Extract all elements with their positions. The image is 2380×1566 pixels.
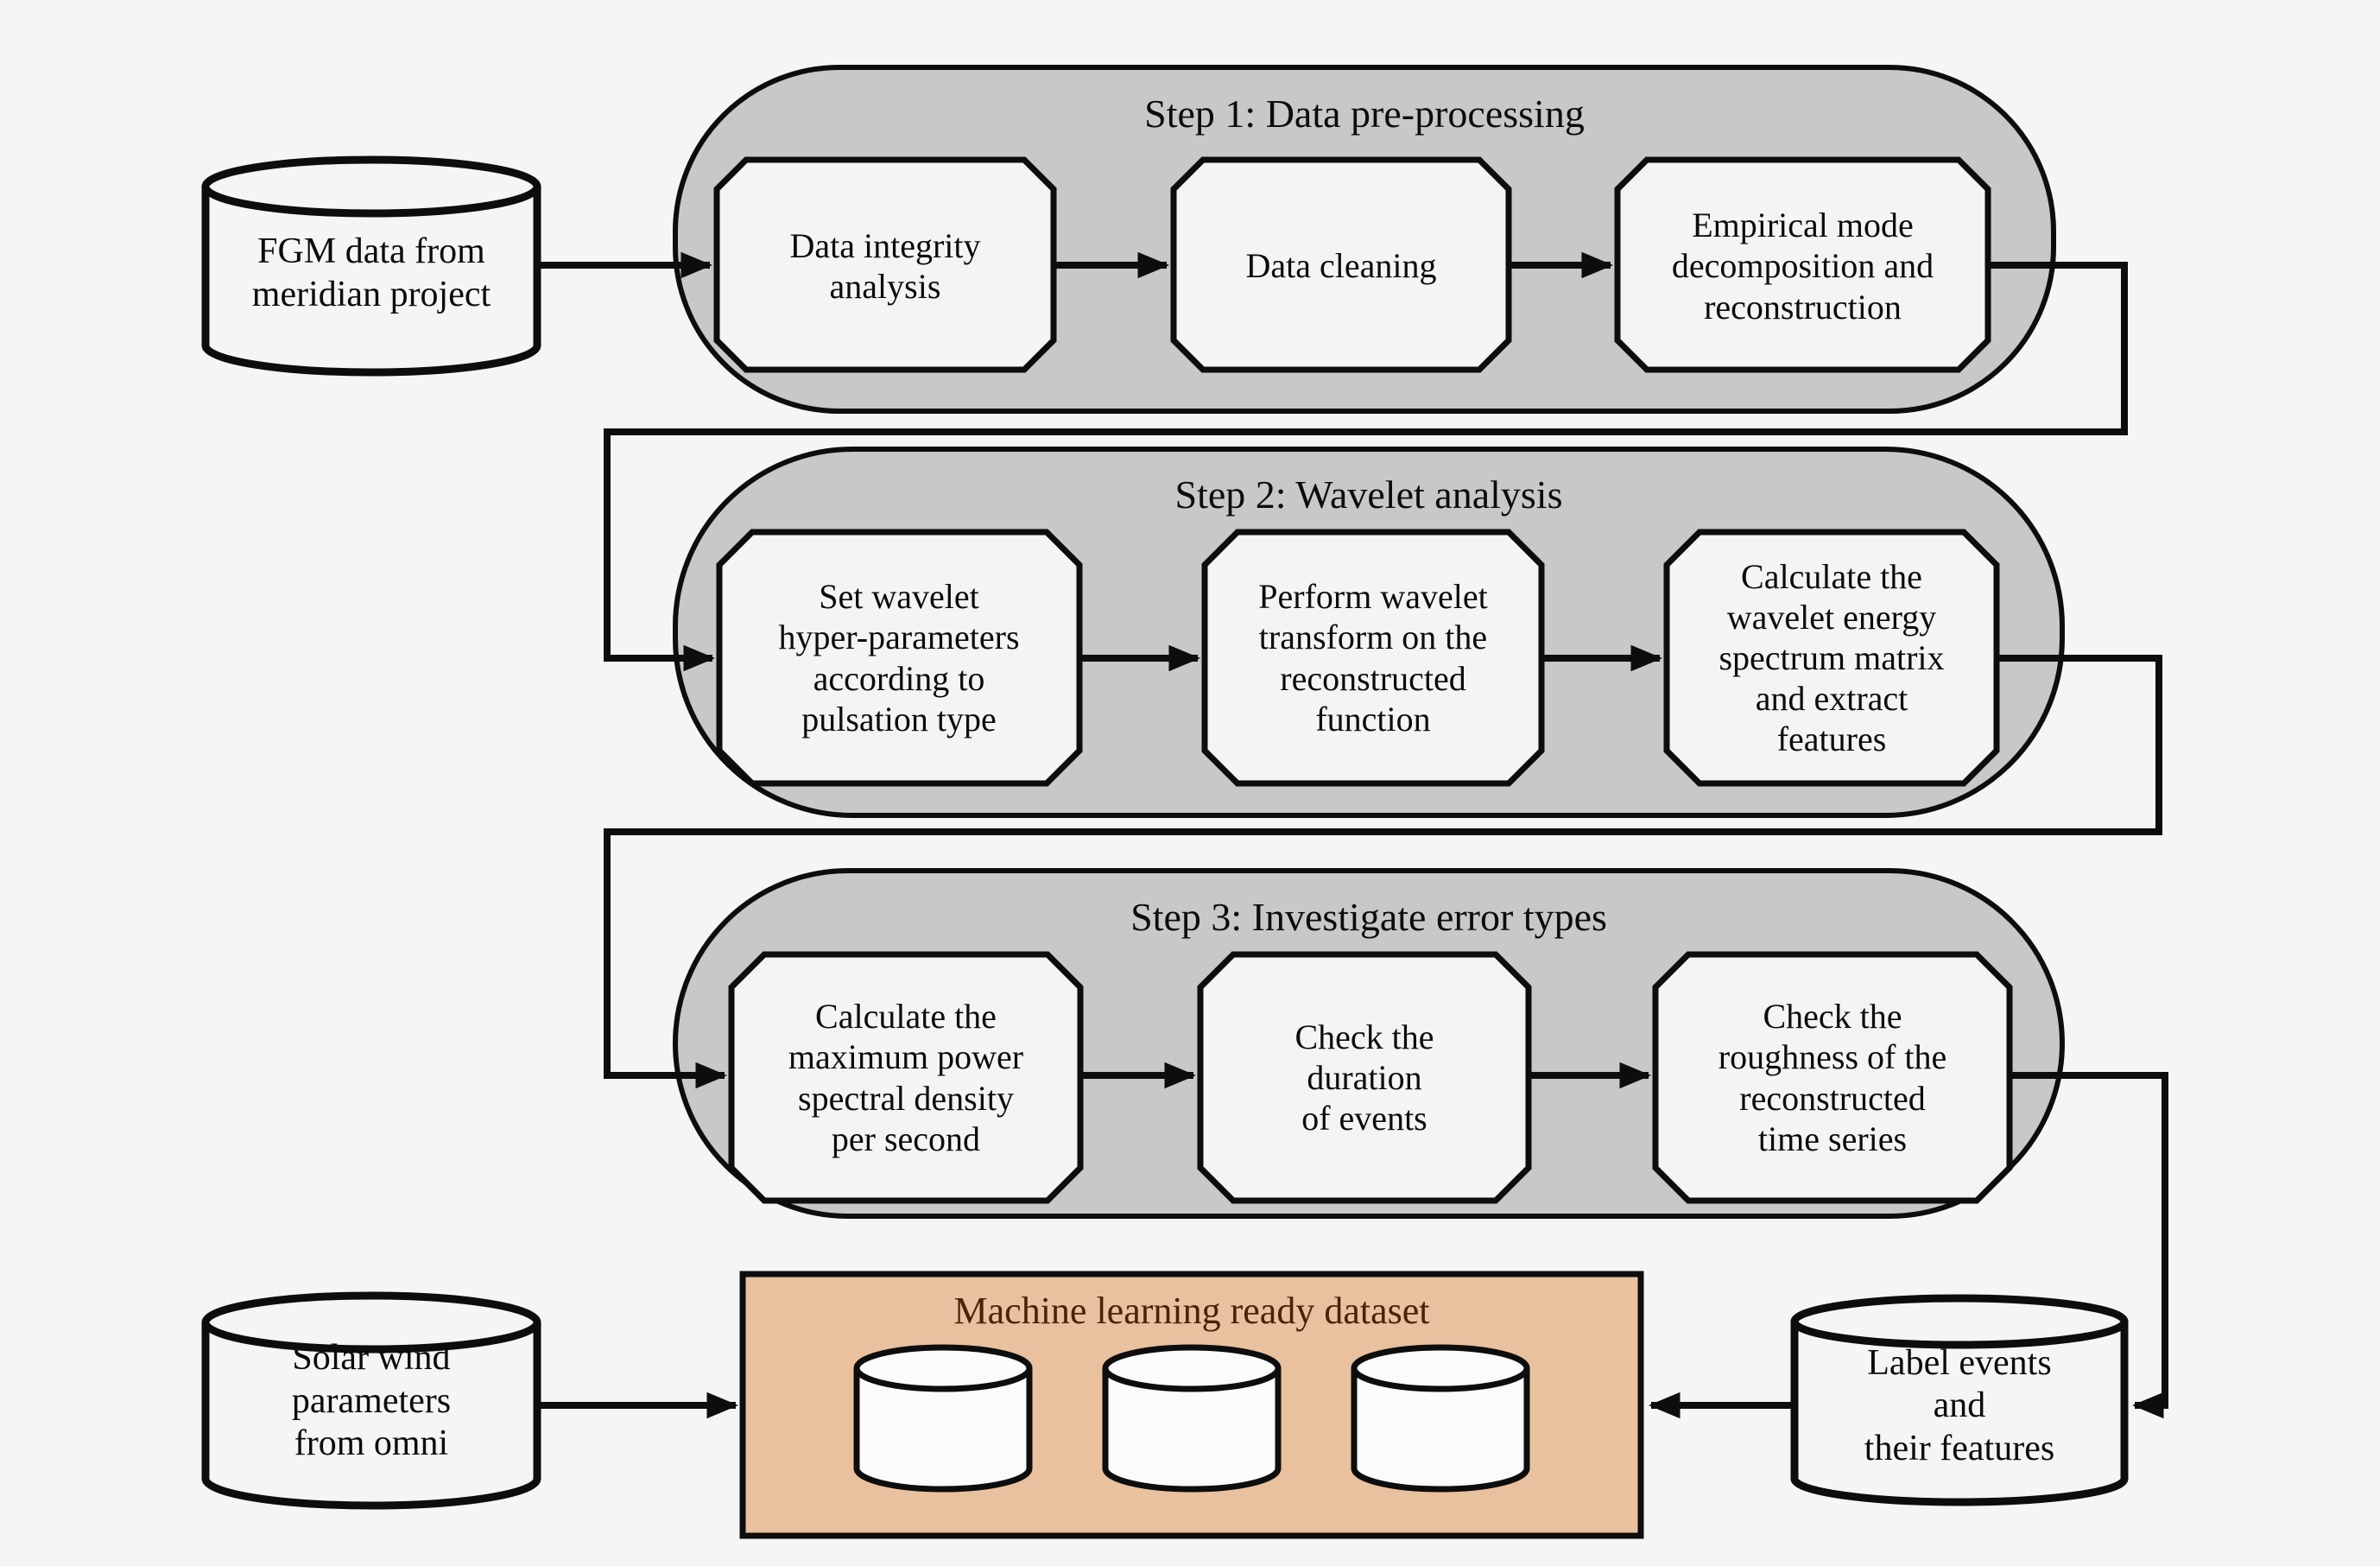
dataset-cylinder-3 <box>1351 1344 1530 1493</box>
step1-nodes <box>713 156 1991 373</box>
node-check-duration <box>1197 951 1532 1204</box>
dataset-cylinder-2 <box>1102 1344 1282 1493</box>
cylinder-label-events <box>1790 1294 2129 1506</box>
node-data-integrity-analysis <box>713 156 1057 373</box>
node-perform-wavelet-transform <box>1201 529 1545 787</box>
node-set-wavelet-hyperparameters <box>716 529 1083 787</box>
dataset-box <box>739 1271 1644 1539</box>
node-calculate-wavelet-energy-spectrum <box>1663 529 2000 787</box>
node-empirical-mode-decomposition <box>1614 156 1991 373</box>
cylinder-solar-wind <box>201 1291 541 1510</box>
connector-layer <box>537 251 2168 1419</box>
dataset-cylinder-1 <box>853 1344 1033 1493</box>
cylinder-fgm <box>201 155 541 377</box>
step3-nodes <box>728 951 2013 1204</box>
connector-step2-to-step3 <box>604 655 2162 1089</box>
connector-step1-to-step2 <box>604 262 2128 672</box>
step2-nodes <box>716 529 2000 787</box>
node-data-cleaning <box>1170 156 1512 373</box>
connector-step3-to-label-events <box>2010 1072 2168 1419</box>
node-check-roughness <box>1652 951 2013 1204</box>
node-calculate-max-psd <box>728 951 1084 1204</box>
